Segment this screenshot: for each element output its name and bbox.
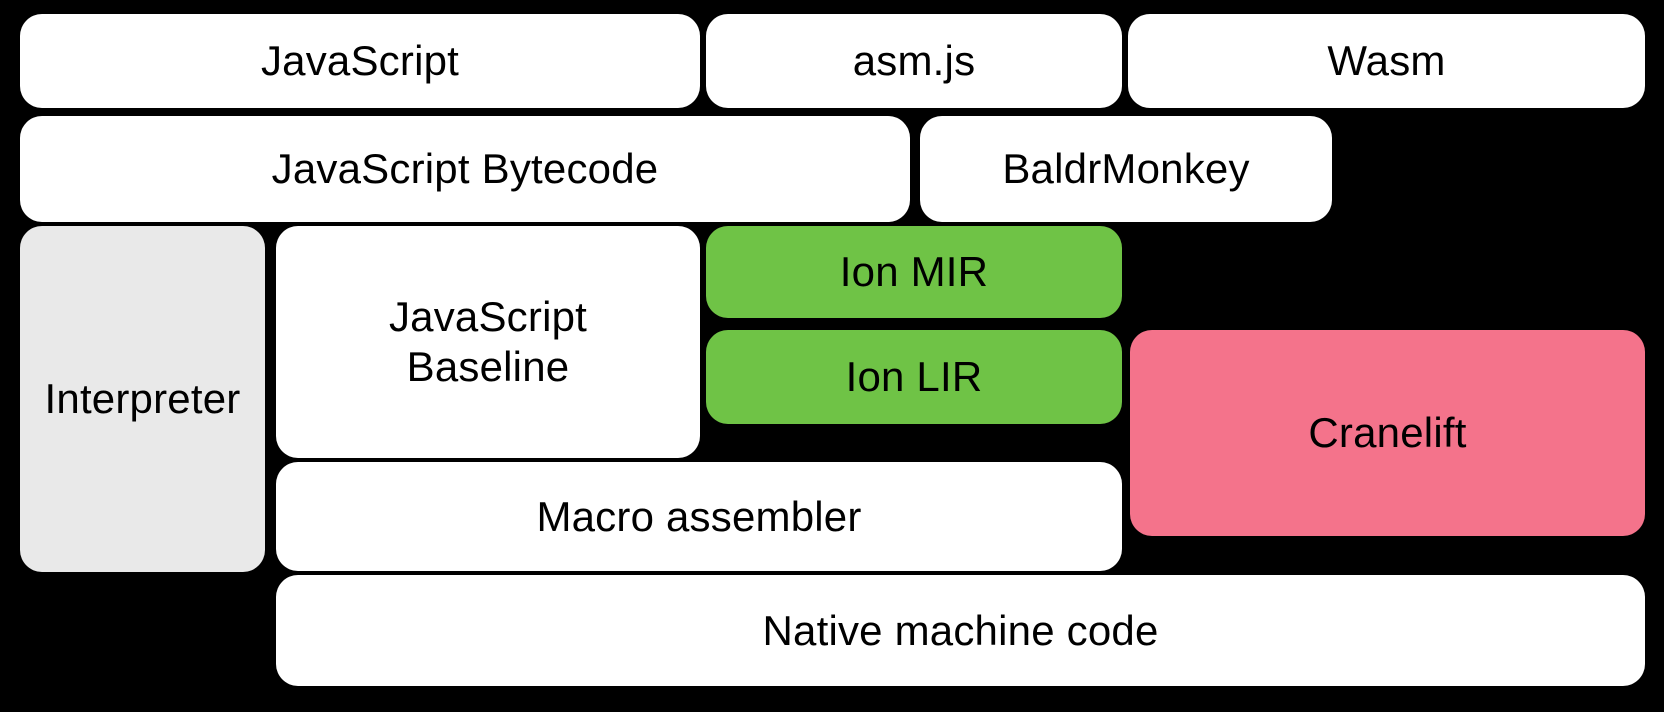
node-ion-mir[interactable]: Ion MIR (706, 226, 1122, 318)
node-ion-lir[interactable]: Ion LIR (706, 330, 1122, 424)
node-asmjs[interactable]: asm.js (706, 14, 1122, 108)
node-wasm[interactable]: Wasm (1128, 14, 1645, 108)
node-javascript-bytecode[interactable]: JavaScript Bytecode (20, 116, 910, 222)
node-javascript[interactable]: JavaScript (20, 14, 700, 108)
node-interpreter[interactable]: Interpreter (20, 226, 265, 572)
node-macro-assembler[interactable]: Macro assembler (276, 462, 1122, 571)
node-javascript-baseline[interactable]: JavaScript Baseline (276, 226, 700, 458)
node-cranelift[interactable]: Cranelift (1130, 330, 1645, 536)
node-native-machine-code[interactable]: Native machine code (276, 575, 1645, 686)
node-baldrmonkey[interactable]: BaldrMonkey (920, 116, 1332, 222)
